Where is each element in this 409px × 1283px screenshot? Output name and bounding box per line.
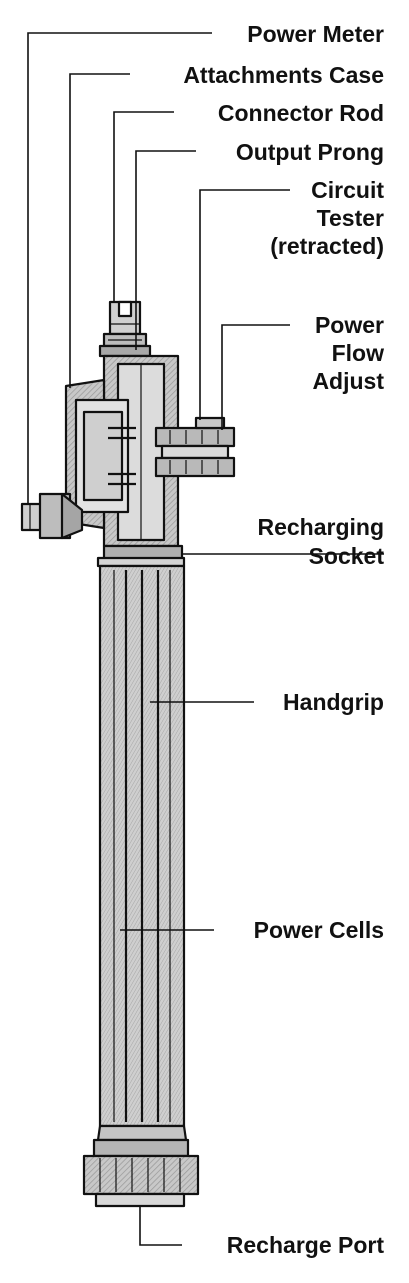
leader-circuit-tester	[199, 189, 290, 420]
leader-power-meter	[27, 32, 212, 504]
label-power-meter: Power Meter	[247, 21, 384, 47]
label-connector-rod: Connector Rod	[218, 100, 384, 126]
attachments-case-shape	[64, 378, 136, 530]
labels: Power Meter Attachments Case Connector R…	[183, 21, 384, 1258]
leader-output-prong	[135, 150, 196, 350]
label-circuit-tester-line1: Circuit	[311, 177, 384, 203]
leader-connector-rod	[113, 111, 174, 302]
bottom-collar-shape	[82, 1124, 200, 1196]
label-circuit-tester-line2: Tester	[317, 205, 384, 231]
leader-recharge-port	[139, 1206, 182, 1246]
recharge-port-shape	[94, 1192, 186, 1208]
label-recharging-socket-line1: Recharging	[257, 514, 384, 540]
label-power-cells: Power Cells	[254, 917, 384, 943]
label-circuit-tester-line3: (retracted)	[270, 233, 384, 259]
connector-rod-shape	[98, 332, 152, 358]
power-meter-shape	[20, 492, 84, 540]
label-recharging-socket-line2: Socket	[309, 543, 385, 569]
leader-attachments-case	[69, 73, 130, 388]
label-power-flow-adjust-line2: Flow	[332, 340, 384, 366]
leader-lines	[27, 32, 384, 1246]
output-prong-shape	[108, 300, 142, 336]
device-illustration	[20, 300, 236, 1208]
leader-power-flow-adjust	[221, 324, 290, 430]
circuit-tester-shape	[194, 416, 226, 430]
label-recharge-port: Recharge Port	[227, 1232, 385, 1258]
label-attachments-case: Attachments Case	[183, 62, 384, 88]
label-output-prong: Output Prong	[236, 139, 384, 165]
power-flow-adjust-shape	[154, 426, 236, 478]
label-power-flow-adjust-line3: Adjust	[312, 368, 384, 394]
recharging-socket-shape	[96, 544, 186, 568]
handgrip-shape	[98, 564, 186, 1128]
label-power-flow-adjust-line1: Power	[315, 312, 384, 338]
label-handgrip: Handgrip	[283, 689, 384, 715]
